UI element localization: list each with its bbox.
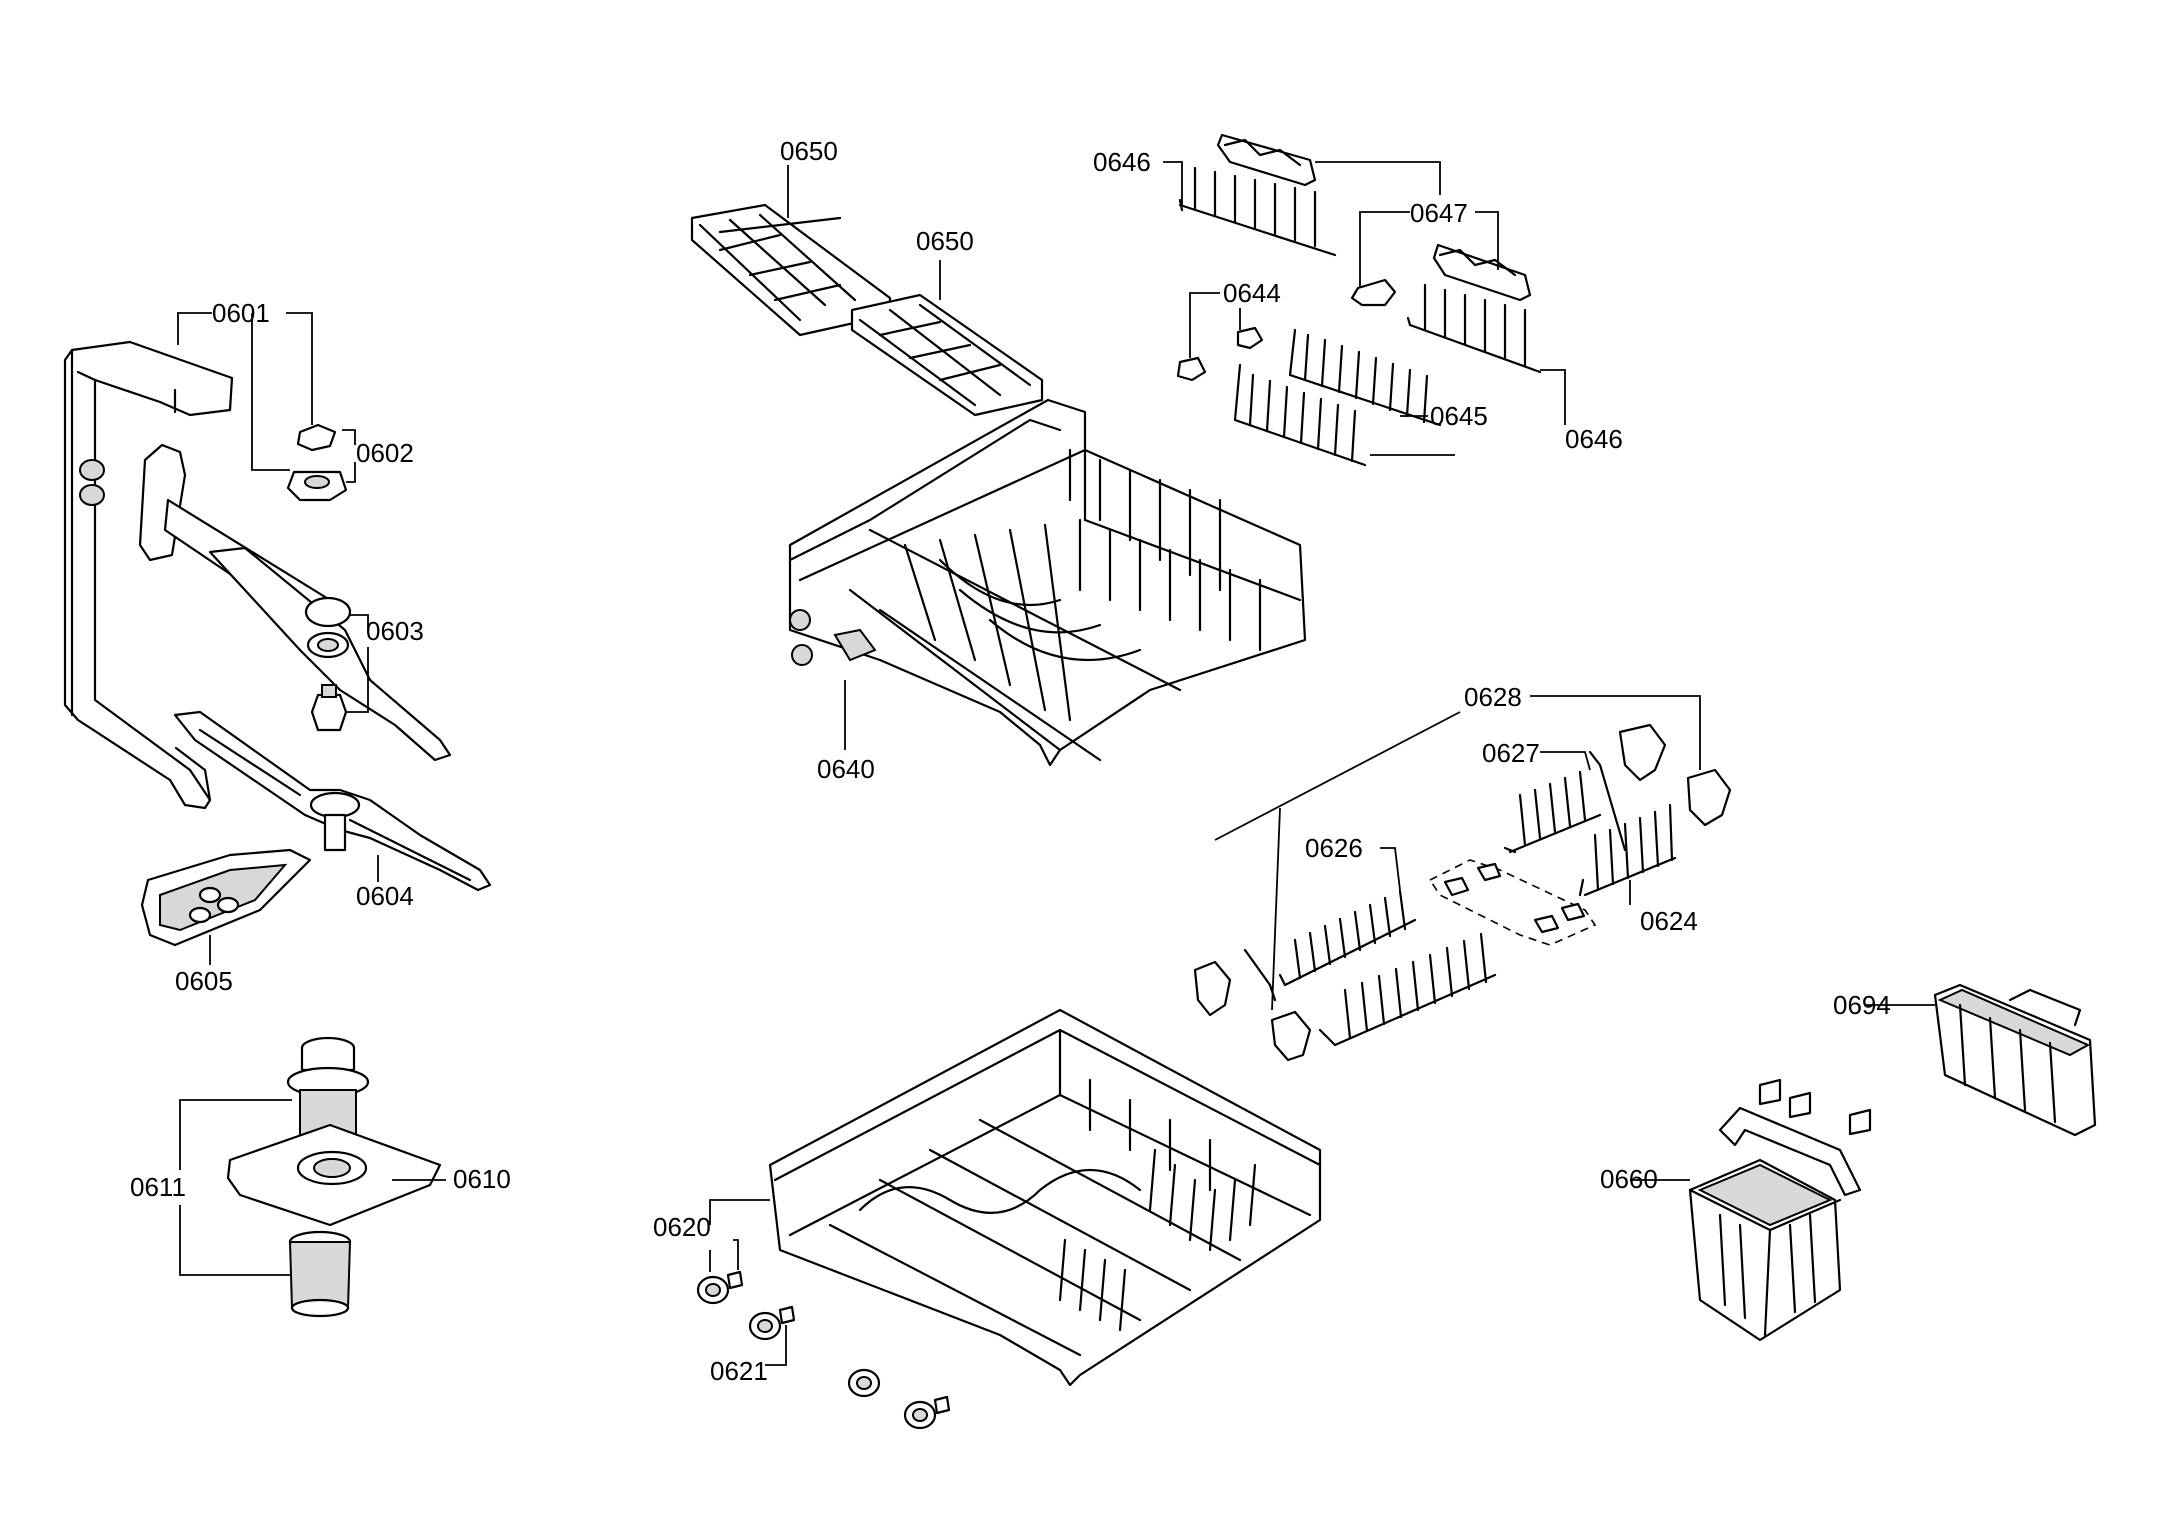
label-0650-right: 0650 [916, 226, 974, 256]
label-0647: 0647 [1410, 198, 1468, 228]
label-0640: 0640 [817, 754, 875, 784]
cutlery-tray-inserts-drawing [690, 203, 1044, 417]
label-0660: 0660 [1600, 1164, 1658, 1194]
cutlery-basket-drawing [1688, 1078, 1872, 1342]
label-0624: 0624 [1640, 906, 1698, 936]
supply-pipe-drawing [63, 340, 234, 810]
label-0605: 0605 [175, 966, 233, 996]
label-0626: 0626 [1305, 833, 1363, 863]
label-0620: 0620 [653, 1212, 711, 1242]
label-0646-top: 0646 [1093, 147, 1151, 177]
label-0604: 0604 [356, 881, 414, 911]
label-0601: 0601 [212, 298, 270, 328]
label-0644: 0644 [1223, 278, 1281, 308]
leader-lines [177, 161, 1935, 1366]
label-0610: 0610 [453, 1164, 511, 1194]
label-0621: 0621 [710, 1356, 768, 1386]
label-0603: 0603 [366, 616, 424, 646]
cutlery-basket-small-drawing [1933, 983, 2097, 1137]
label-0628: 0628 [1464, 682, 1522, 712]
sump-filter-drawing [226, 1036, 442, 1318]
label-0645: 0645 [1430, 401, 1488, 431]
part-labels: 0601 0602 0603 0604 0605 0610 0611 0620 … [130, 136, 1891, 1386]
label-0602: 0602 [356, 438, 414, 468]
label-0611: 0611 [130, 1172, 186, 1202]
label-0650-left: 0650 [780, 136, 838, 166]
upper-basket-drawing [788, 398, 1307, 767]
nozzle-parts-drawing [286, 423, 348, 502]
label-0646-right: 0646 [1565, 424, 1623, 454]
basket-wheels-drawing [696, 1270, 951, 1430]
accessory-racks-drawing [1176, 133, 1542, 467]
upper-spray-arm-drawing [138, 443, 452, 762]
label-0694: 0694 [1833, 990, 1891, 1020]
lower-basket-drawing [768, 1008, 1322, 1387]
folding-tines-drawing [1193, 723, 1732, 1062]
label-0627: 0627 [1482, 738, 1540, 768]
lower-spray-arm-drawing [173, 710, 492, 892]
filter-plate-drawing [140, 848, 312, 947]
